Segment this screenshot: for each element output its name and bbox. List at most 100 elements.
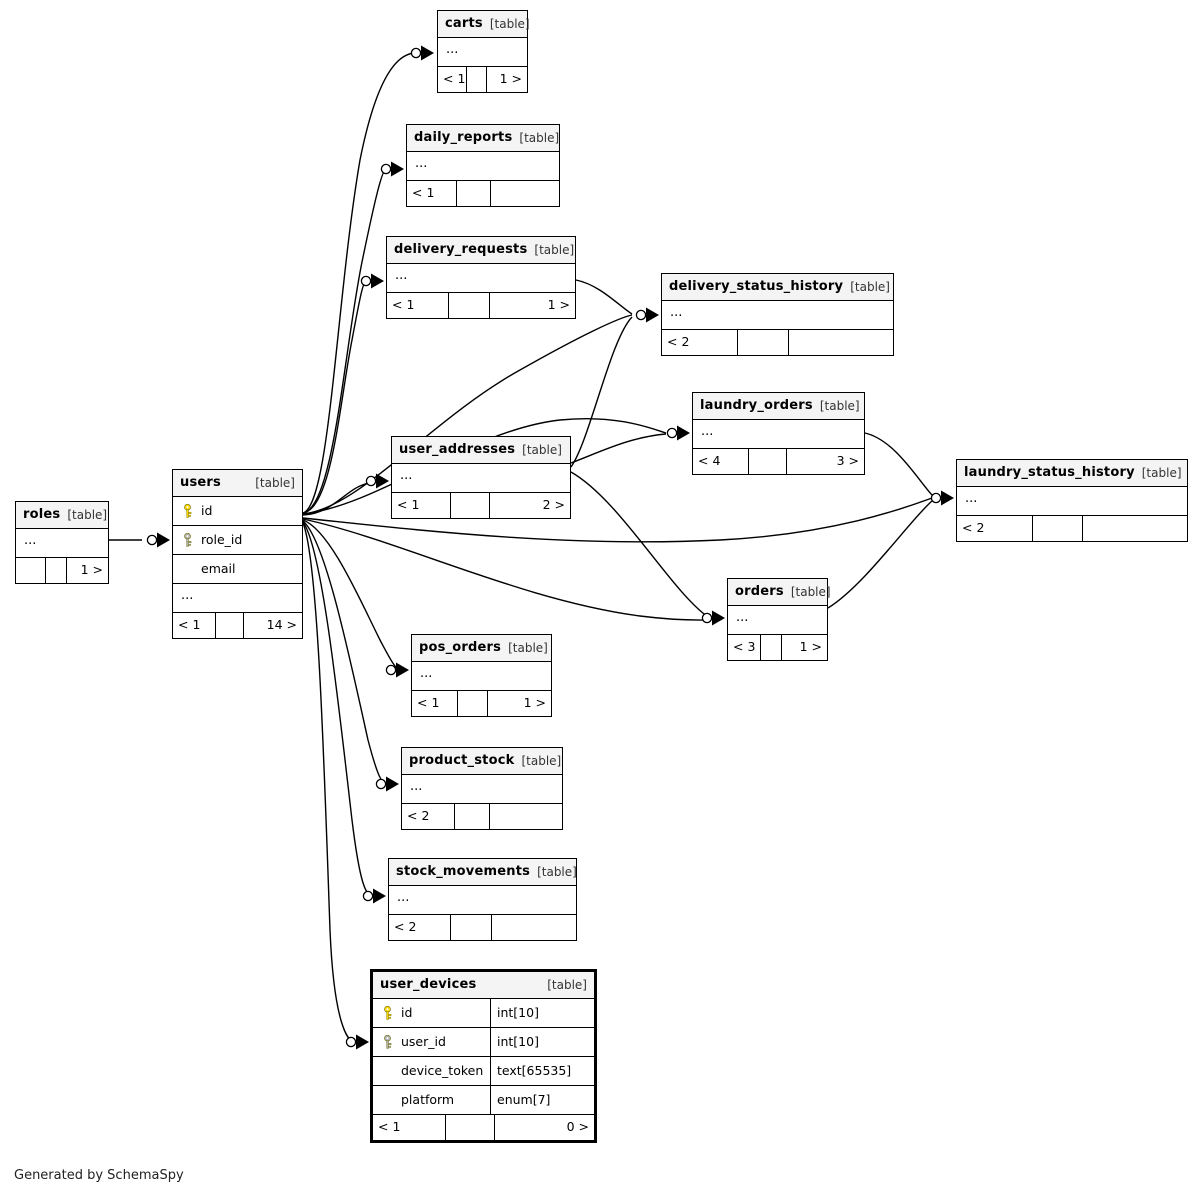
- cardinality-circle-icon: [666, 427, 678, 439]
- table-name-label: carts: [445, 16, 483, 31]
- relationship-edge-users-to-delivery_requests: [302, 280, 367, 514]
- footer-middle-count: [1033, 516, 1084, 541]
- column-name-label: id: [201, 503, 213, 518]
- cardinality-circle-icon: [410, 47, 422, 59]
- arrowhead-icon: [396, 662, 409, 678]
- footer-outgoing-count: 2 >: [542, 497, 565, 512]
- relationship-edge-users-to-product_stock: [302, 520, 387, 785]
- table-row-ellipsis: ...: [693, 420, 864, 449]
- column-type-cell: int[10]: [490, 999, 580, 1027]
- edge-endpoint-product_stock: [375, 776, 399, 792]
- table-title-laundry_orders: laundry_orders[table]: [693, 393, 864, 420]
- table-name-label: user_addresses: [399, 442, 516, 457]
- arrowhead-icon: [677, 425, 690, 441]
- table-node-laundry_status_history[interactable]: laundry_status_history[table]...< 2: [956, 459, 1188, 542]
- edge-endpoint-laundry_status_history: [930, 490, 954, 506]
- table-title-pos_orders: pos_orders[table]: [412, 635, 551, 662]
- footer-outgoing-count: [1083, 516, 1187, 541]
- table-row-column: user_id int[10]: [373, 1028, 594, 1057]
- column-type-cell: enum[7]: [490, 1086, 580, 1114]
- footer-incoming-count: < 1: [407, 181, 458, 206]
- table-node-delivery_status_history[interactable]: delivery_status_history[table]...< 2: [661, 273, 894, 356]
- table-node-daily_reports[interactable]: daily_reports[table]...< 1: [406, 124, 560, 207]
- relationship-edge-users-to-orders: [302, 518, 709, 621]
- footer-outgoing-count: 0 >: [566, 1119, 589, 1134]
- table-type-tag: [table]: [819, 399, 860, 413]
- footer-middle-count: [455, 804, 490, 829]
- table-name-label: users: [180, 475, 221, 490]
- table-type-tag: [table]: [67, 508, 108, 522]
- edge-endpoint-daily_reports: [380, 161, 404, 177]
- column-name-cell: id: [373, 999, 490, 1027]
- table-row-column: email: [173, 555, 302, 584]
- table-title-users: users[table]: [173, 470, 302, 497]
- edge-endpoint-user_addresses: [365, 473, 389, 489]
- table-name-label: roles: [23, 507, 61, 522]
- table-name-label: stock_movements: [396, 864, 531, 879]
- arrowhead-icon: [391, 161, 404, 177]
- arrowhead-icon: [646, 307, 659, 323]
- footer-middle-count: [749, 449, 788, 474]
- footer-incoming-count: < 2: [662, 330, 739, 355]
- edge-endpoint-delivery_status_history: [635, 307, 659, 323]
- column-name-label: id: [401, 1005, 413, 1020]
- table-footer-laundry_status_history: < 2: [957, 516, 1187, 541]
- table-row-ellipsis: ...: [16, 529, 108, 558]
- cardinality-circle-icon: [345, 1036, 357, 1048]
- cardinality-circle-icon: [385, 664, 397, 676]
- table-node-roles[interactable]: roles[table]...1 >: [15, 501, 109, 584]
- footer-incoming-count: < 4: [693, 449, 750, 474]
- table-footer-user_addresses: < 1 2 >: [392, 493, 570, 518]
- table-type-tag: [table]: [519, 131, 560, 145]
- table-title-delivery_requests: delivery_requests[table]: [387, 237, 575, 264]
- column-name-label: platform: [401, 1092, 455, 1107]
- cardinality-circle-icon: [362, 890, 374, 902]
- table-name-label: delivery_requests: [394, 242, 528, 257]
- table-node-stock_movements[interactable]: stock_movements[table]...< 2: [388, 858, 577, 941]
- footer-middle-count: [446, 1115, 495, 1140]
- relationship-edge-users-to-pos_orders: [302, 519, 401, 671]
- relationship-edge-delivery_requests-to-delivery_status_history: [575, 279, 633, 315]
- footer-incoming-count: < 2: [402, 804, 455, 829]
- column-name-label: user_id: [401, 1034, 446, 1049]
- footer-incoming-count: < 2: [957, 516, 1033, 541]
- footer-outgoing-count: [491, 181, 559, 206]
- footer-incoming-count: < 3: [728, 635, 761, 660]
- arrowhead-icon: [386, 776, 399, 792]
- edge-endpoint-pos_orders: [385, 662, 409, 678]
- column-type-cell: int[10]: [490, 1028, 580, 1056]
- table-node-product_stock[interactable]: product_stock[table]...< 2: [401, 747, 563, 830]
- arrowhead-icon: [941, 490, 954, 506]
- footer-middle-count: [467, 67, 487, 92]
- column-name-label: device_token: [401, 1063, 484, 1078]
- relationship-edge-user_addresses-to-delivery_status_history: [570, 316, 633, 468]
- table-row-column: platform enum[7]: [373, 1086, 594, 1115]
- table-type-tag: [table]: [489, 17, 530, 31]
- table-row-ellipsis: ...: [389, 886, 576, 915]
- arrowhead-icon: [421, 45, 434, 61]
- table-title-product_stock: product_stock[table]: [402, 748, 562, 775]
- table-name-label: orders: [735, 584, 784, 599]
- footer-outgoing-count: [490, 804, 562, 829]
- footer-incoming-count: < 1: [387, 293, 450, 318]
- table-row-ellipsis: ...: [402, 775, 562, 804]
- table-name-label: product_stock: [409, 753, 515, 768]
- table-row-ellipsis: ...: [407, 152, 559, 181]
- footer-incoming-count: < 1: [392, 493, 451, 518]
- foreign-key-icon: [381, 1035, 394, 1049]
- column-name-cell: platform: [373, 1086, 490, 1114]
- edge-endpoint-user_devices: [345, 1034, 369, 1050]
- column-type-cell: text[65535]: [490, 1057, 580, 1085]
